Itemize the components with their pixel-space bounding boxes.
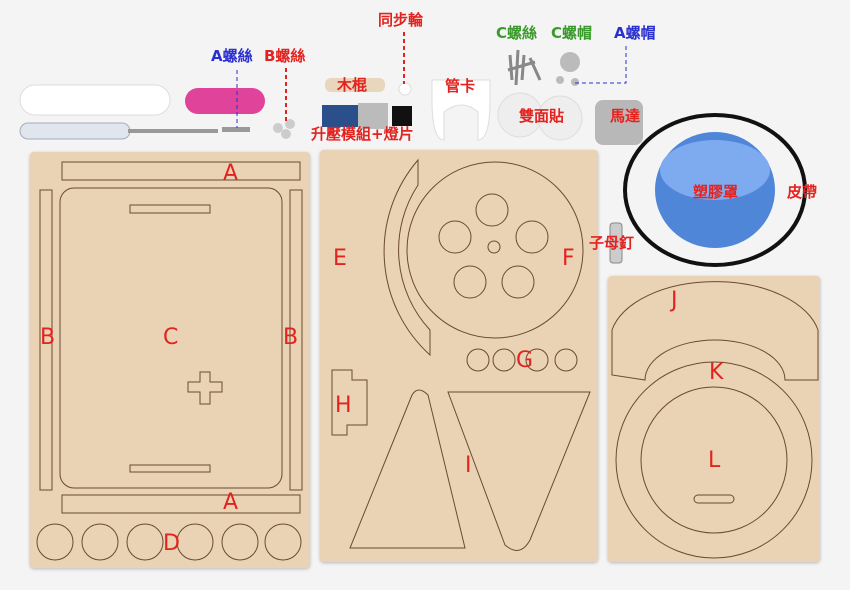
part-j-shape bbox=[611, 281, 819, 381]
sandpaper bbox=[185, 88, 265, 114]
label-c-nut: C螺帽 bbox=[551, 24, 593, 42]
board-right bbox=[608, 276, 820, 562]
part-h: H bbox=[335, 393, 352, 418]
part-i: I bbox=[465, 453, 472, 478]
part-f: F bbox=[562, 246, 575, 271]
label-plastic-cover: 塑膠罩 bbox=[693, 183, 739, 201]
part-a-bottom: A bbox=[223, 490, 239, 515]
c-nuts-item bbox=[556, 52, 580, 86]
part-i-left-shape bbox=[349, 389, 466, 549]
part-l: L bbox=[708, 448, 721, 473]
b-screw-item bbox=[273, 119, 295, 139]
glue-stick bbox=[19, 84, 171, 116]
part-l-shape bbox=[640, 386, 788, 534]
board-left bbox=[30, 152, 310, 568]
part-f-shape bbox=[406, 161, 584, 339]
label-sync-wheel: 同步輪 bbox=[378, 11, 424, 29]
part-b-right-shape bbox=[289, 189, 303, 491]
label-pipe-clip: 管卡 bbox=[445, 77, 476, 95]
a-nut-leader bbox=[575, 44, 627, 84]
part-c-shape bbox=[59, 187, 283, 489]
a-screw-item bbox=[222, 127, 250, 132]
part-k: K bbox=[709, 360, 724, 385]
boost-module-item bbox=[322, 103, 412, 129]
part-a-bottom-shape bbox=[61, 494, 301, 514]
label-wood-stick: 木棍 bbox=[337, 76, 368, 94]
plastic-cover-item bbox=[655, 132, 775, 248]
part-b-right: B bbox=[283, 325, 299, 350]
part-b-left-shape bbox=[39, 189, 53, 491]
part-e: E bbox=[333, 246, 347, 271]
rivet-item bbox=[609, 222, 623, 264]
belt-item bbox=[623, 113, 807, 267]
c-screws-item bbox=[507, 49, 542, 86]
label-a-screw: A螺絲 bbox=[211, 47, 253, 65]
part-k-shape bbox=[615, 361, 813, 559]
double-tape-item bbox=[497, 92, 583, 141]
part-g: G bbox=[516, 348, 534, 373]
part-a-top-shape bbox=[61, 161, 301, 181]
part-c: C bbox=[163, 325, 179, 350]
part-a-top: A bbox=[223, 161, 239, 186]
label-belt: 皮帶 bbox=[787, 183, 818, 201]
board-middle bbox=[320, 150, 598, 562]
part-g-shapes bbox=[466, 348, 578, 372]
part-d: D bbox=[163, 531, 180, 556]
label-boost-module: 升壓模組+燈片 bbox=[311, 125, 414, 143]
part-j: J bbox=[671, 288, 678, 313]
label-c-screw: C螺絲 bbox=[496, 24, 538, 42]
screwdriver bbox=[19, 122, 218, 140]
part-d-shapes bbox=[36, 523, 302, 561]
label-double-tape: 雙面貼 bbox=[519, 107, 565, 125]
pipe-clip-item bbox=[431, 79, 491, 141]
motor-item bbox=[595, 100, 643, 145]
part-h-shape bbox=[331, 369, 368, 436]
label-b-screw: B螺絲 bbox=[264, 47, 306, 65]
part-e-shape bbox=[383, 158, 431, 357]
part-i-right-shape bbox=[447, 391, 591, 551]
wood-stick-item bbox=[325, 78, 385, 92]
label-a-nut: A螺帽 bbox=[614, 24, 656, 42]
label-rivet: 子母釘 bbox=[589, 234, 635, 252]
label-motor: 馬達 bbox=[610, 107, 641, 125]
part-b-left: B bbox=[40, 325, 56, 350]
